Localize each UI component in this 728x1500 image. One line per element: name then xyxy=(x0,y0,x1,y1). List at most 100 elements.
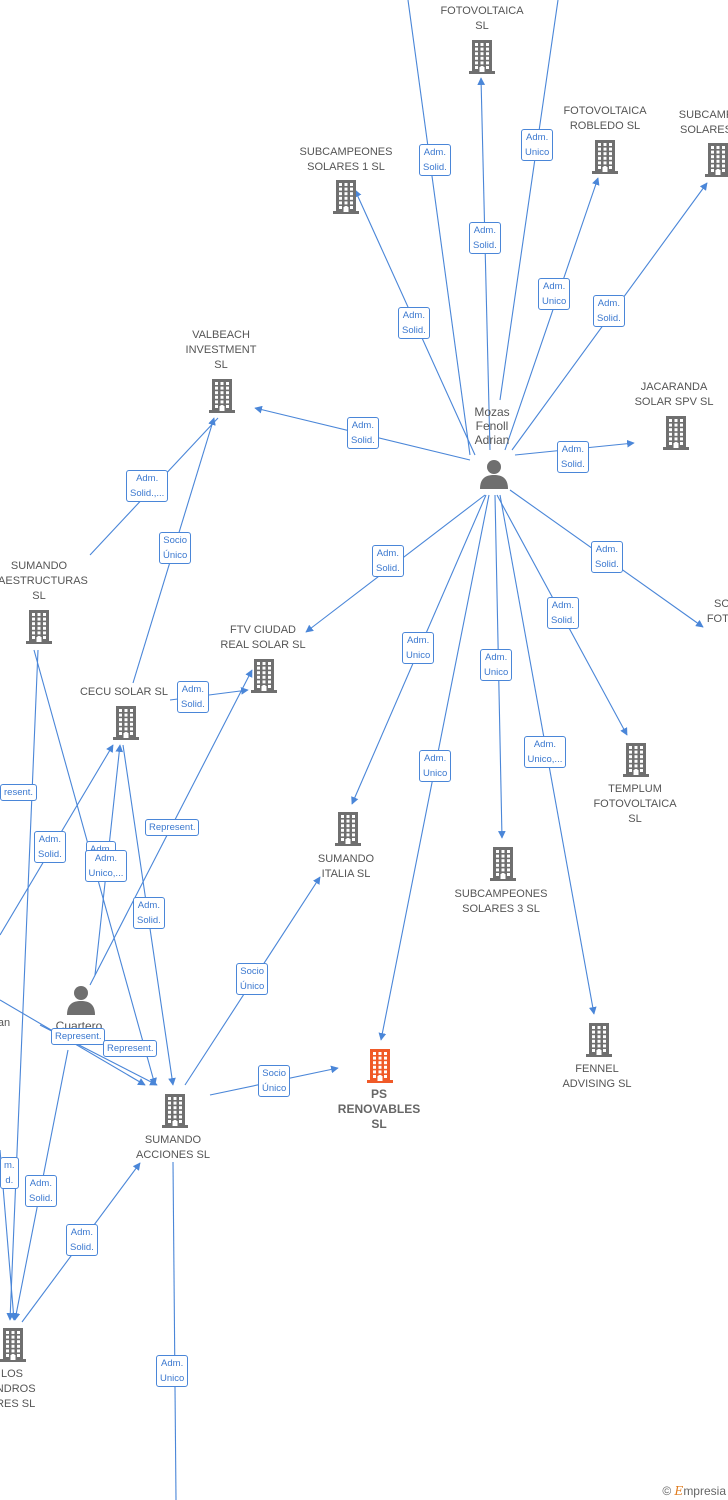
node-label-line: ITALIA SL xyxy=(321,868,371,880)
relationship-badge-text: Adm. xyxy=(423,147,446,158)
node-label-los-andros[interactable]: LOSANDROSARES SL xyxy=(0,1367,36,1412)
relationship-badge-text: Adm. xyxy=(38,834,61,845)
node-label-line: FTV CIUDAD xyxy=(230,624,296,636)
relationship-badge[interactable]: Adm.Solid. xyxy=(372,545,404,577)
relationship-badge-text: Adm. xyxy=(407,635,430,646)
relationship-badge[interactable]: Adm. Unico xyxy=(402,632,435,664)
company-building-icon[interactable] xyxy=(335,812,361,851)
node-label-line: SL xyxy=(32,590,46,602)
relationship-badge-text: Adm. xyxy=(561,444,584,455)
relationship-badge[interactable]: Adm.Solid. xyxy=(469,222,501,254)
relationship-badge[interactable]: Represent. xyxy=(51,1027,106,1045)
relationship-badge[interactable]: Adm. Solid. xyxy=(133,897,165,929)
node-label-line: SUBCAMP xyxy=(678,109,728,121)
node-label-line: SOLAR SPV SL xyxy=(634,396,714,408)
company-building-icon[interactable] xyxy=(251,659,277,698)
relationship-badge-text: Solid. xyxy=(423,162,447,173)
relationship-badge[interactable]: Adm.Solid. xyxy=(557,441,589,473)
company-building-icon[interactable] xyxy=(333,180,359,219)
relationship-badge[interactable]: Adm.Unico xyxy=(521,129,554,161)
relationship-badge-text: Solid. xyxy=(376,563,400,574)
company-building-icon[interactable] xyxy=(705,143,728,182)
node-label-line: PS xyxy=(370,1087,388,1101)
relationship-badge[interactable]: Adm.Solid. xyxy=(347,417,379,449)
relationship-badge[interactable]: Adm.Solid. xyxy=(25,1175,57,1207)
node-label-line: VALBEACH xyxy=(192,329,250,341)
person-icon[interactable] xyxy=(66,985,96,1020)
node-label-line: ACCIONES SL xyxy=(136,1149,210,1161)
node-label-sumando-infra[interactable]: SUMANDORAESTRUCTURASSL xyxy=(0,559,88,604)
relationship-badge[interactable]: Adm.Solid. xyxy=(66,1224,98,1256)
relationship-edge xyxy=(504,177,600,451)
copyright-symbol: © xyxy=(662,1484,672,1498)
node-label-line: TEMPLUM xyxy=(608,783,662,795)
relationship-badge-text: Adm. xyxy=(94,853,118,864)
relationship-badge-text: Represent. xyxy=(55,1030,102,1042)
relationship-badge-text: Único xyxy=(240,981,265,992)
relationship-badge-text: Adm. xyxy=(137,900,160,911)
node-label-cecu[interactable]: CECU SOLAR SL xyxy=(80,685,168,700)
relationship-badge-text: Adm. xyxy=(543,281,566,292)
company-building-icon[interactable] xyxy=(113,706,139,745)
relationship-badge[interactable]: Adm.Unico xyxy=(156,1355,189,1387)
node-label-line: FOTO xyxy=(706,613,728,625)
relationship-badge[interactable]: Adm.Solid. xyxy=(593,295,625,327)
relationship-badge[interactable]: resent. xyxy=(0,783,38,801)
relationship-badge-text: Unico xyxy=(406,650,431,661)
node-label-line: SUMANDO xyxy=(10,560,68,572)
relationship-badge[interactable]: Represent. xyxy=(103,1039,158,1057)
company-building-icon[interactable] xyxy=(490,847,516,886)
relationship-badge[interactable]: Adm.Solid. xyxy=(591,541,623,573)
company-building-icon[interactable] xyxy=(623,743,649,782)
relationship-badge[interactable]: Adm.Solid. xyxy=(177,681,209,713)
relationship-badge[interactable]: Adm.Unico xyxy=(538,278,571,310)
node-label-right-so[interactable]: SOFOTO xyxy=(707,597,728,627)
relationship-badge[interactable]: Adm.Unico xyxy=(419,750,452,782)
relationship-badge[interactable]: Adm.Unico,... xyxy=(523,736,567,768)
relationship-badge[interactable]: Adm.Solid. xyxy=(398,307,430,339)
relationship-badge-text: Solid. xyxy=(137,915,161,926)
company-building-icon[interactable] xyxy=(586,1023,612,1062)
brand-initial: E xyxy=(674,1484,684,1498)
copyright-notice: © Empresia xyxy=(662,1484,726,1498)
relationship-badge-text: Unico,... xyxy=(527,754,563,765)
relationship-badge[interactable]: m.d. xyxy=(0,1157,19,1189)
node-label-left-an[interactable]: an xyxy=(0,1016,10,1031)
relationship-badge[interactable]: Adm.Unico xyxy=(480,649,513,681)
relationship-badge[interactable]: Adm. Solid. xyxy=(419,144,451,176)
relationship-badge-text: Adm. xyxy=(402,310,425,321)
company-building-icon[interactable] xyxy=(26,610,52,649)
relationship-badge[interactable]: Represent. xyxy=(145,818,200,836)
node-label-line: INVESTMENT xyxy=(185,344,257,356)
relationship-badge[interactable]: Adm.Solid. xyxy=(547,597,579,629)
company-building-icon[interactable] xyxy=(663,416,689,455)
relationship-badge[interactable]: Adm.Solid. xyxy=(34,831,66,863)
company-building-icon[interactable] xyxy=(162,1094,188,1133)
company-building-icon-highlighted[interactable] xyxy=(367,1049,393,1088)
person-icon[interactable] xyxy=(479,459,509,494)
company-building-icon[interactable] xyxy=(469,40,495,79)
node-label-line: ARES SL xyxy=(0,1398,36,1410)
relationship-badge[interactable]: Adm.Unico,... xyxy=(84,850,128,882)
relationship-badge[interactable]: Adm.Solid.,... xyxy=(126,470,169,502)
company-building-icon[interactable] xyxy=(0,1328,26,1367)
company-building-icon[interactable] xyxy=(209,379,235,418)
company-building-icon[interactable] xyxy=(592,140,618,179)
